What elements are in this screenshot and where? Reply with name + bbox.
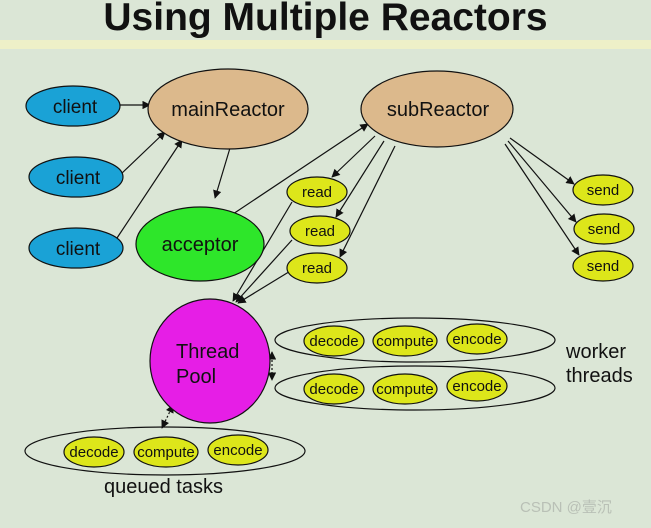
queued-row-outline (24, 426, 306, 476)
arrow-sub-send3 (504, 143, 580, 256)
queued-decode (63, 436, 125, 468)
sub-reactor (360, 70, 514, 148)
client-2-label: client (56, 168, 101, 189)
worker-row-1-encode (446, 323, 508, 355)
send-1 (572, 174, 634, 206)
worker-threads-label-line1: worker (566, 341, 627, 363)
thread-pool (149, 298, 271, 424)
queued-compute-label: compute (137, 444, 195, 461)
read-1 (286, 176, 348, 208)
thread-pool-label-line1: Thread (176, 341, 239, 363)
client-3-label: client (56, 239, 101, 260)
acceptor (135, 206, 265, 282)
client-3 (28, 227, 124, 269)
read-2-label: read (305, 223, 335, 240)
arrow-client2-main (119, 131, 166, 176)
read-3-label: read (302, 260, 332, 277)
acceptor-label: acceptor (162, 234, 239, 256)
arrow-main-acceptor (213, 147, 231, 199)
queued-compute (133, 436, 199, 468)
arrow-sub-send1 (509, 137, 575, 185)
arrow-sub-read3 (339, 145, 396, 258)
read-3 (286, 252, 348, 284)
send-1-label: send (587, 182, 620, 199)
worker-threads-label-line2: threads (566, 365, 633, 387)
worker-row-1-outline (274, 317, 556, 363)
title-underline (0, 40, 651, 49)
worker-row-2-decode-label: decode (309, 381, 358, 398)
worker-row-1-encode-label: encode (452, 331, 501, 348)
client-2 (28, 156, 124, 198)
queued-encode (207, 434, 269, 466)
send-3-label: send (587, 258, 620, 275)
worker-row-1-decode-label: decode (309, 333, 358, 350)
worker-row-1-decode (303, 325, 365, 357)
send-2 (573, 213, 635, 245)
worker-row-1-compute (372, 325, 438, 357)
worker-row-2-encode-label: encode (452, 378, 501, 395)
arrow-sub-send2 (507, 140, 577, 223)
client-1-label: client (53, 97, 98, 118)
arrow-read3-pool (237, 269, 293, 304)
queued-encode-label: encode (213, 442, 262, 459)
client-1 (25, 85, 121, 127)
worker-row-2-compute (372, 373, 438, 405)
arrow-acceptor-sub (229, 123, 369, 217)
sub-reactor-label: subReactor (387, 99, 490, 121)
worker-threads-label: worker threads (566, 340, 633, 388)
arrow-client3-main (116, 139, 183, 239)
arrow-read2-pool (235, 239, 293, 303)
read-1-label: read (302, 184, 332, 201)
arrow-sub-read1 (331, 135, 376, 178)
worker-row-1-compute-label: compute (376, 333, 434, 350)
worker-row-2-compute-label: compute (376, 381, 434, 398)
worker-row-2-encode (446, 370, 508, 402)
page-title: Using Multiple Reactors (103, 0, 548, 39)
send-2-label: send (588, 221, 621, 238)
queued-decode-label: decode (69, 444, 118, 461)
worker-row-2-decode (303, 373, 365, 405)
arrow-sub-read2 (335, 140, 385, 218)
worker-row-2-outline (274, 365, 556, 411)
main-reactor-label: mainReactor (171, 99, 285, 121)
thread-pool-label-line2: Pool (176, 366, 216, 388)
queued-tasks-label: queued tasks (104, 476, 223, 498)
read-2 (289, 215, 351, 247)
main-reactor (147, 68, 309, 150)
send-3 (572, 250, 634, 282)
watermark: CSDN @壹沉 (520, 499, 612, 516)
